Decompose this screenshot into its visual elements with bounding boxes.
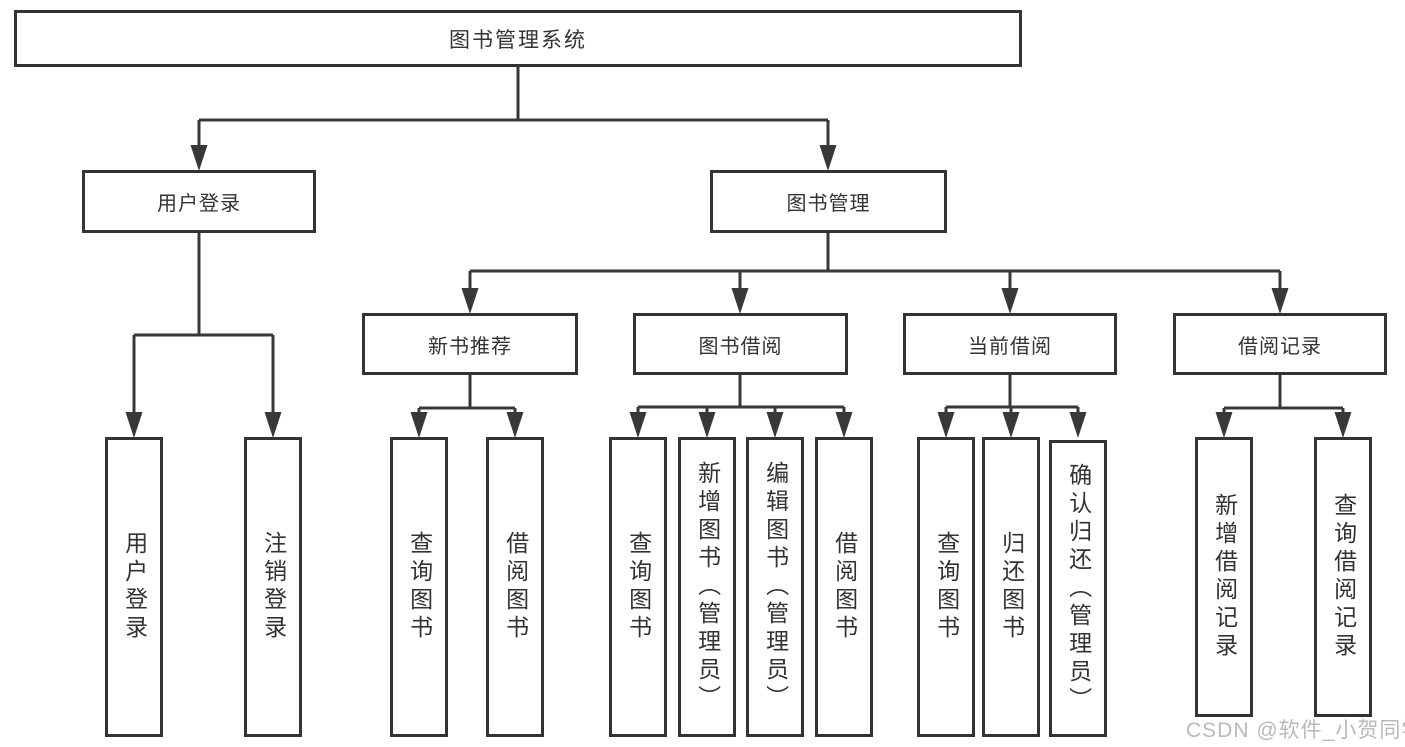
leaf-recommend-query-books-label: 查询图书 xyxy=(406,531,433,643)
leaf-borrow-borrow-books: 借阅图书 xyxy=(815,437,873,737)
leaf-records-query-record: 查询借阅记录 xyxy=(1314,437,1372,717)
leaf-borrow-add-books-admin-label: 新增图书（管理员） xyxy=(694,461,721,713)
csdn-watermark: CSDN @软件_小贺同学 xyxy=(1186,719,1405,742)
node-current-borrowing-label: 当前借阅 xyxy=(968,335,1052,358)
leaf-current-return-books-label: 归还图书 xyxy=(998,531,1025,643)
node-user-login: 用户登录 xyxy=(82,170,316,233)
node-new-book-recommend: 新书推荐 xyxy=(362,313,578,375)
node-borrowing-records-label: 借阅记录 xyxy=(1238,335,1322,358)
leaf-current-confirm-return-admin-label: 确认归还（管理员） xyxy=(1065,462,1092,715)
node-book-management: 图书管理 xyxy=(710,170,947,233)
leaf-records-add-record-label: 新增借阅记录 xyxy=(1211,493,1238,661)
leaf-current-return-books: 归还图书 xyxy=(982,437,1040,737)
leaf-logout-label: 注销登录 xyxy=(260,531,287,643)
leaf-user-login-label: 用户登录 xyxy=(121,531,148,643)
node-book-borrowing: 图书借阅 xyxy=(633,313,848,375)
leaf-recommend-query-books: 查询图书 xyxy=(390,437,448,737)
leaf-user-login: 用户登录 xyxy=(105,437,163,737)
node-current-borrowing: 当前借阅 xyxy=(903,313,1117,375)
leaf-borrow-edit-books-admin-label: 编辑图书（管理员） xyxy=(762,461,789,713)
node-book-borrowing-label: 图书借阅 xyxy=(698,335,783,358)
leaf-borrow-borrow-books-label: 借阅图书 xyxy=(831,531,858,643)
node-user-login-label: 用户登录 xyxy=(157,193,241,215)
node-borrowing-records: 借阅记录 xyxy=(1173,313,1387,375)
leaf-recommend-borrow-books: 借阅图书 xyxy=(486,437,544,737)
leaf-records-add-record: 新增借阅记录 xyxy=(1195,437,1253,717)
leaf-records-query-record-label: 查询借阅记录 xyxy=(1330,493,1357,661)
leaf-borrow-edit-books-admin: 编辑图书（管理员） xyxy=(746,437,804,737)
leaf-recommend-borrow-books-label: 借阅图书 xyxy=(502,531,529,643)
node-new-book-recommend-label: 新书推荐 xyxy=(428,335,512,358)
leaf-borrow-add-books-admin: 新增图书（管理员） xyxy=(678,437,736,737)
leaf-logout: 注销登录 xyxy=(244,437,302,737)
node-book-management-label: 图书管理 xyxy=(786,193,871,215)
node-root-system: 图书管理系统 xyxy=(14,10,1022,67)
leaf-current-query-books: 查询图书 xyxy=(917,437,975,737)
leaf-current-query-books-label: 查询图书 xyxy=(933,531,960,643)
leaf-borrow-query-books: 查询图书 xyxy=(609,437,667,737)
leaf-current-confirm-return-admin: 确认归还（管理员） xyxy=(1049,440,1107,737)
leaf-borrow-query-books-label: 查询图书 xyxy=(625,531,652,643)
node-root-label: 图书管理系统 xyxy=(449,28,587,52)
